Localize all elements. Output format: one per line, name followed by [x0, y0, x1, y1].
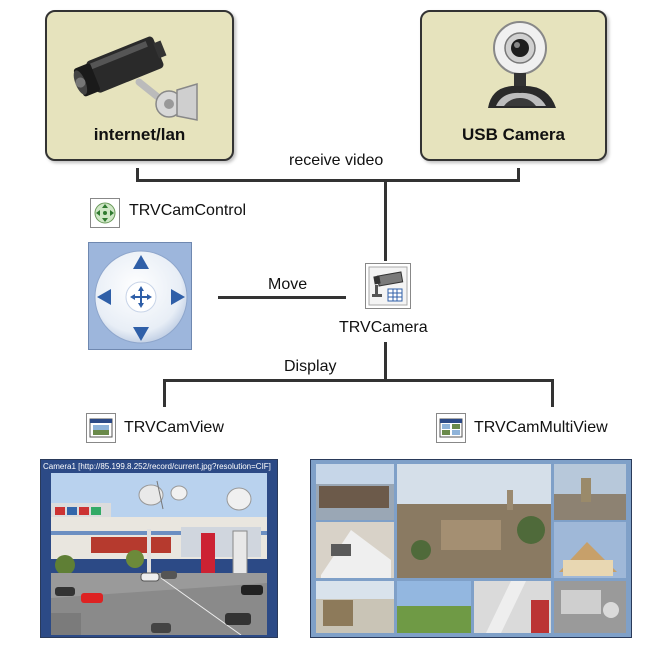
center-home-icon[interactable]	[129, 285, 153, 309]
display-right-stub	[551, 379, 554, 407]
camcontrol-component-icon	[90, 198, 120, 228]
internet-lan-label: internet/lan	[93, 125, 186, 144]
camview-screen[interactable]: Camera1 [http://85.199.8.252/record/curr…	[40, 459, 278, 638]
pan-up-arrow-icon[interactable]	[133, 255, 149, 269]
camera-label: TRVCamera	[339, 319, 428, 336]
receive-video-right-stub	[517, 168, 520, 182]
camcontrol-widget[interactable]	[88, 242, 192, 350]
camview-icon	[89, 418, 113, 438]
receive-video-left-stub	[136, 168, 139, 182]
webcam-icon	[488, 21, 556, 108]
multiview-screen[interactable]	[310, 459, 632, 638]
move-line	[218, 296, 346, 299]
camera-component-icon	[368, 266, 408, 306]
receive-video-down-line	[384, 179, 387, 261]
display-up-line	[384, 342, 387, 382]
pan-left-arrow-icon[interactable]	[97, 289, 111, 305]
usb-camera-box: USB Camera	[420, 10, 607, 161]
display-left-stub	[163, 379, 166, 407]
camview-component-icon	[86, 413, 116, 443]
usb-camera-label: USB Camera	[462, 125, 565, 144]
pan-right-arrow-icon[interactable]	[171, 289, 185, 305]
display-label: Display	[284, 358, 337, 375]
receive-video-bus	[136, 179, 520, 182]
multiview-icon	[439, 418, 463, 438]
move-label: Move	[268, 276, 308, 293]
multiview-label: TRVCamMultiView	[474, 419, 608, 436]
camview-label: TRVCamView	[124, 419, 224, 436]
internet-lan-box: internet/lan	[45, 10, 234, 161]
camera-component-box	[365, 263, 411, 309]
camview-street-scene-image	[51, 473, 267, 635]
camcontrol-label: TRVCamControl	[129, 202, 247, 219]
receive-video-label: receive video	[289, 152, 384, 169]
multiview-camera-grid-image	[316, 464, 626, 633]
display-bus	[163, 379, 554, 382]
pan-down-arrow-icon[interactable]	[133, 327, 149, 341]
joystick-icon	[94, 202, 116, 224]
ip-camera-icon	[73, 36, 198, 121]
multiview-component-icon	[436, 413, 466, 443]
camview-title-bar: Camera1 [http://85.199.8.252/record/curr…	[43, 462, 271, 471]
